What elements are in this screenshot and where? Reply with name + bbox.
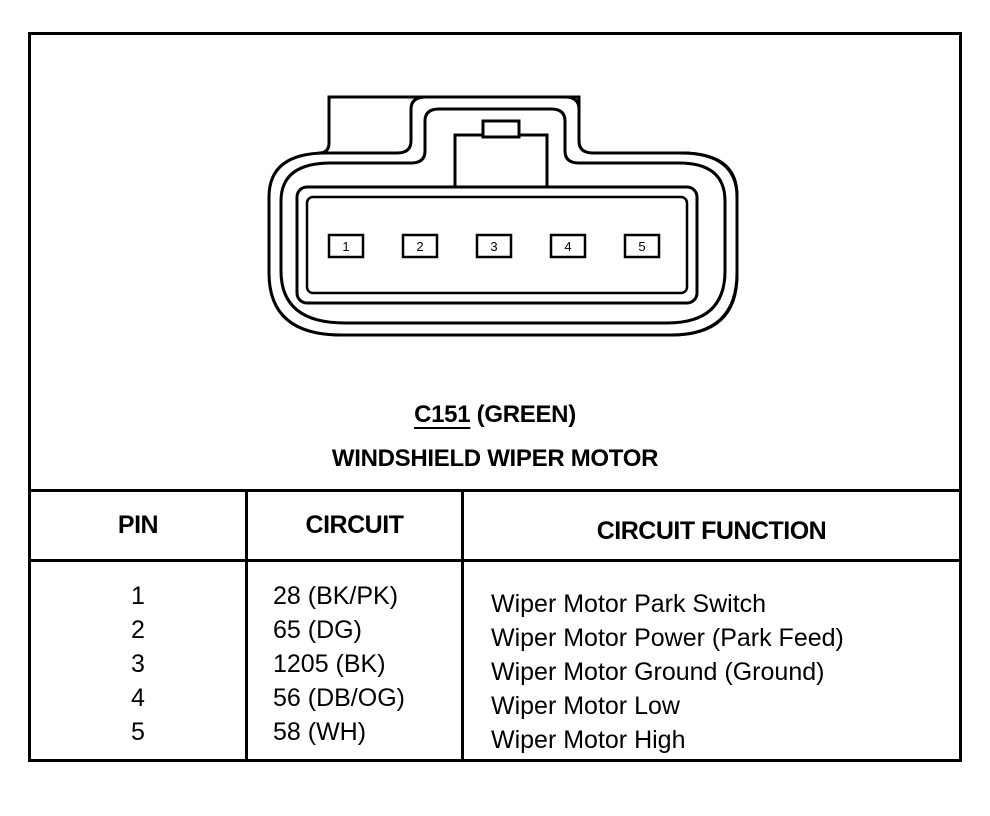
header-circuit: CIRCUIT: [305, 511, 404, 539]
table-cell-circuit: 56 (DB/OG): [273, 684, 405, 712]
table-cell-pin: 3: [131, 650, 145, 678]
connector-face-drawing: 1 2 3 4 5: [267, 95, 739, 337]
table-cell-function: Wiper Motor High: [491, 726, 686, 754]
pinout-table: PIN CIRCUIT CIRCUIT FUNCTION 1 2 3 4 5 2…: [31, 489, 959, 759]
connector-figure-frame: 1 2 3 4 5 C151 (GREEN) WINDSHIELD WIPER …: [28, 32, 962, 762]
column-divider: [245, 489, 248, 759]
table-cell-circuit: 28 (BK/PK): [273, 582, 399, 610]
pin-label: 1: [342, 239, 349, 254]
connector-color: (GREEN): [470, 401, 577, 428]
table-cell-circuit: 58 (WH): [273, 718, 367, 746]
column-divider: [461, 489, 464, 759]
pin-label: 4: [564, 239, 571, 254]
table-cell-pin: 4: [131, 684, 145, 712]
pin-1: 1: [327, 233, 365, 259]
connector-title: C151 (GREEN): [31, 401, 959, 429]
circuit-column: 28 (BK/PK) 65 (DG) 1205 (BK) 56 (DB/OG) …: [273, 579, 461, 749]
pin-5: 5: [623, 233, 661, 259]
header-pin: PIN: [117, 511, 159, 539]
table-cell-function: Wiper Motor Power (Park Feed): [491, 624, 844, 652]
table-cell-pin: 2: [131, 616, 145, 644]
connector-diagram: 1 2 3 4 5 C151 (GREEN) WINDSHIELD WIPER …: [31, 35, 959, 489]
terminal-cavity-inner: [305, 195, 689, 295]
connector-id: C151: [414, 401, 471, 428]
table-cell-function: Wiper Motor Park Switch: [491, 590, 767, 618]
latch-tab: [481, 119, 521, 139]
table-cell-function: Wiper Motor Low: [491, 692, 680, 720]
pin-2: 2: [401, 233, 439, 259]
latch-body: [453, 133, 549, 193]
connector-name: WINDSHIELD WIPER MOTOR: [331, 445, 659, 472]
table-top-rule: [31, 489, 959, 492]
table-header-rule: [31, 559, 959, 562]
pin-label: 3: [490, 239, 497, 254]
table-cell-pin: 1: [131, 582, 145, 610]
table-cell-circuit: 1205 (BK): [273, 650, 386, 678]
pin-column: 1 2 3 4 5: [31, 579, 245, 749]
pin-label: 2: [416, 239, 423, 254]
pin-3: 3: [475, 233, 513, 259]
table-cell-function: Wiper Motor Ground (Ground): [491, 658, 825, 686]
pin-4: 4: [549, 233, 587, 259]
header-circuit-function: CIRCUIT FUNCTION: [596, 517, 827, 545]
table-cell-pin: 5: [131, 718, 145, 746]
function-column: Wiper Motor Park Switch Wiper Motor Powe…: [491, 587, 951, 757]
pin-label: 5: [638, 239, 645, 254]
connector-housing-inner-line: [279, 107, 727, 325]
table-cell-circuit: 65 (DG): [273, 616, 362, 644]
